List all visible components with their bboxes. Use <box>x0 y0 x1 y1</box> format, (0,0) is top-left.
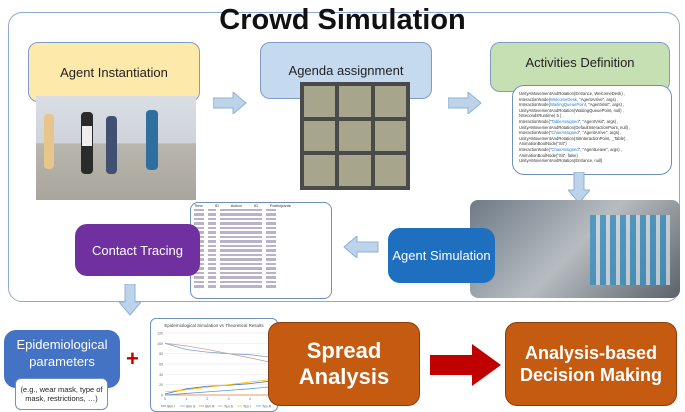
series-line-teo-r <box>164 386 272 396</box>
page-title: Crowd Simulation <box>219 4 466 36</box>
contact-tracing-box: Contact Tracing <box>75 224 200 276</box>
decision-making-label: Analysis-based Decision Making <box>519 343 663 385</box>
code-line: NSecondsRuntime( 5 ) , <box>519 113 564 119</box>
agent-instantiation-box: Agent Instantiation <box>28 42 200 102</box>
table-header: Action <box>230 202 242 208</box>
arrow-left-icon <box>343 236 379 258</box>
table-row <box>191 271 331 276</box>
epidemiological-examples-text: (e.g., wear mask, type of mask, restrict… <box>20 385 103 403</box>
legend-label: Teo I <box>243 404 251 408</box>
epidemiological-examples: (e.g., wear mask, type of mask, restrict… <box>15 378 108 410</box>
arrow-down-icon <box>119 284 141 316</box>
agents-image <box>36 96 196 200</box>
table-row <box>191 226 331 231</box>
series-line-teo-i <box>164 379 272 393</box>
code-line: UnityAMovementAndRotation(DefaultInterac… <box>519 124 631 130</box>
code-line: InteractionNode(WelcomeDesk, "AgentArriv… <box>519 96 619 102</box>
code-line: AnimationBoolNode("Sit", false) <box>519 152 578 158</box>
decision-making-box: Analysis-based Decision Making <box>505 322 677 406</box>
code-line: UnityAMovementAndRotation(Entrance, Welc… <box>519 91 626 96</box>
y-tick-label: 120 <box>157 332 163 336</box>
spread-analysis-box: Spread Analysis <box>268 322 420 406</box>
series-line-sim-s <box>164 342 272 358</box>
contact-tracing-label: Contact Tracing <box>91 242 184 258</box>
epidemiological-chart: Epidemiological Simulation vs Theoretica… <box>150 318 278 412</box>
legend-label: Sim S <box>186 404 196 408</box>
x-tick-label: 3 <box>228 397 230 401</box>
code-line: InteractionNode(WaitingQueuePoint, "Agen… <box>519 102 625 108</box>
crowd-simulation-frame <box>8 12 680 302</box>
arrow-right-icon <box>213 92 247 114</box>
x-tick-label: 0 <box>164 397 166 401</box>
code-line: AnimationBoolNode("Sit") <box>519 141 567 147</box>
table-row <box>191 275 331 280</box>
activities-code-block: UnityAMovementAndRotation(Entrance, Welc… <box>512 85 672 175</box>
table-row <box>191 217 331 222</box>
table-row <box>191 284 331 289</box>
y-tick-label: 20 <box>159 383 163 387</box>
table-header: ID <box>214 202 219 208</box>
agent-instantiation-label: Agent Instantiation <box>60 64 168 80</box>
legend-label: Teo S <box>224 404 234 408</box>
code-line: UnityAMovementAndRotation(SitInteraction… <box>519 135 628 141</box>
code-line: InteractionNode("TableAssigned", "AgentV… <box>519 118 619 124</box>
agenda-assignment-label: Agenda assignment <box>288 63 404 78</box>
series-line-teo-s <box>164 342 272 363</box>
agenda-grid-image <box>300 82 410 190</box>
x-tick-label: 2 <box>206 397 208 401</box>
arrow-right-icon <box>448 92 482 114</box>
table-header: Time <box>194 202 203 208</box>
legend-label: Teo R <box>262 404 272 408</box>
series-line-sim-i <box>164 380 272 395</box>
y-tick-label: 80 <box>159 352 163 356</box>
table-header: ID <box>253 202 258 208</box>
epidemiological-parameters-label: Epidemiological parameters <box>16 337 108 369</box>
plus-sign: + <box>126 346 139 371</box>
table-row <box>191 221 331 226</box>
chart-title: Epidemiological Simulation vs Theoretica… <box>164 323 264 328</box>
code-line: UnityAMovementAndRotation(Entrance, null… <box>519 158 603 164</box>
table-row <box>191 208 331 213</box>
code-line: InteractionNode("ChairAssigned", "AgentL… <box>519 146 623 152</box>
x-tick-label: 4 <box>249 397 251 401</box>
contact-tracing-table: Time ID Action ID Participants <box>190 202 332 299</box>
arrow-down-icon <box>568 172 590 204</box>
x-tick-label: 1 <box>185 397 187 401</box>
spread-analysis-label: Spread Analysis <box>298 338 390 389</box>
code-line: UnityAMovementAndRotation(WaitingQueuePo… <box>519 107 624 113</box>
table-header: Participants <box>269 202 291 208</box>
y-tick-label: 0 <box>161 394 163 398</box>
y-tick-label: 100 <box>157 342 163 346</box>
red-arrow-right-icon <box>430 344 501 386</box>
legend-label: Sim I <box>167 404 175 408</box>
table-row <box>191 212 331 217</box>
code-line: InteractionNode("ChairAssigned", "AgentA… <box>519 130 622 136</box>
activities-definition-label: Activities Definition <box>525 55 635 70</box>
agent-simulation-label: Agent Simulation <box>392 248 491 263</box>
agent-simulation-box: Agent Simulation <box>388 228 495 283</box>
legend-label: Sim R <box>205 404 215 408</box>
agent-simulation-image <box>470 200 680 298</box>
y-tick-label: 40 <box>159 373 163 377</box>
y-tick-label: 60 <box>159 363 163 367</box>
table-row <box>191 280 331 285</box>
